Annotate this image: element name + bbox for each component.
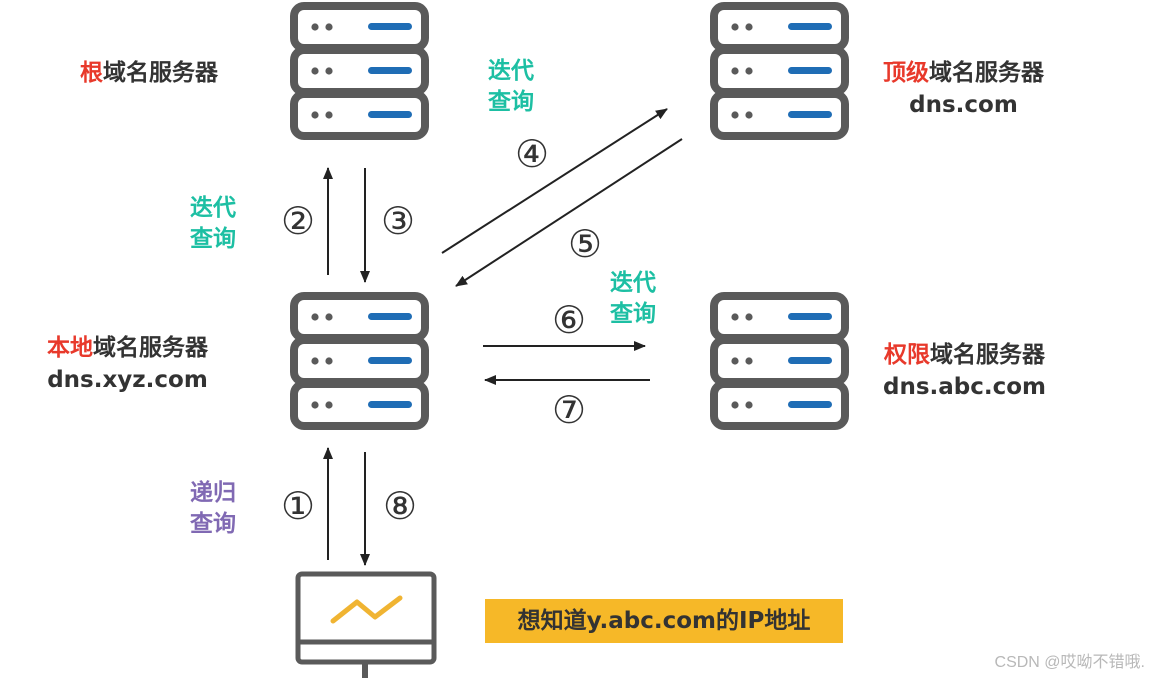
iterative-query-line1: 迭代 [488,58,534,84]
client-computer-icon [295,571,437,678]
iterative-query-label-root: 迭代 查询 [190,193,236,255]
local-server-label-highlight: 本地 [47,335,93,361]
step-badge-4: ④ [515,132,549,176]
iterative-query-label-tld: 迭代 查询 [488,56,534,118]
step-badge-3: ③ [381,199,415,243]
arrow-step-5 [455,138,683,287]
tld-server-icon [714,6,845,140]
iterative-query-line2: 查询 [610,301,656,327]
tld-server-domain: dns.com [909,92,1018,118]
iterative-query-line1: 迭代 [190,195,236,221]
local-server-domain: dns.xyz.com [47,367,208,393]
recursive-query-line2: 查询 [190,511,236,537]
tld-server-label-rest: 域名服务器 [929,60,1044,86]
authoritative-server-label: 权限域名服务器 dns.abc.com [883,339,1046,403]
arrow-step-4 [441,108,668,254]
authoritative-server-icon [714,296,845,430]
watermark: CSDN @哎呦不错哦. [994,654,1145,671]
root-server-icon [294,6,425,140]
root-server-label-rest: 域名服务器 [103,60,218,86]
root-server-label-highlight: 根 [80,60,103,86]
step-badge-8: ⑧ [383,484,417,528]
goal-banner: 想知道y.abc.com的IP地址 [485,599,843,643]
tld-server-label: 顶级域名服务器 dns.com [883,57,1044,121]
iterative-query-line2: 查询 [488,89,534,115]
iterative-query-line2: 查询 [190,226,236,252]
recursive-query-line1: 递归 [190,480,236,506]
step-badge-7: ⑦ [552,388,586,432]
tld-server-label-highlight: 顶级 [883,60,929,86]
step-badge-2: ② [281,199,315,243]
recursive-query-label: 递归 查询 [190,478,236,540]
authoritative-server-label-highlight: 权限 [884,342,931,368]
step-badge-6: ⑥ [552,298,586,342]
local-server-label: 本地域名服务器 dns.xyz.com [47,332,208,396]
local-server-icon [294,296,425,430]
authoritative-server-domain: dns.abc.com [883,374,1047,400]
authoritative-server-label-rest: 域名服务器 [930,342,1046,368]
iterative-query-line1: 迭代 [610,270,656,296]
step-badge-5: ⑤ [568,222,602,266]
iterative-query-label-authoritative: 迭代 查询 [610,268,656,330]
local-server-label-rest: 域名服务器 [93,335,208,361]
root-server-label: 根域名服务器 [80,57,218,89]
step-badge-1: ① [281,484,315,528]
